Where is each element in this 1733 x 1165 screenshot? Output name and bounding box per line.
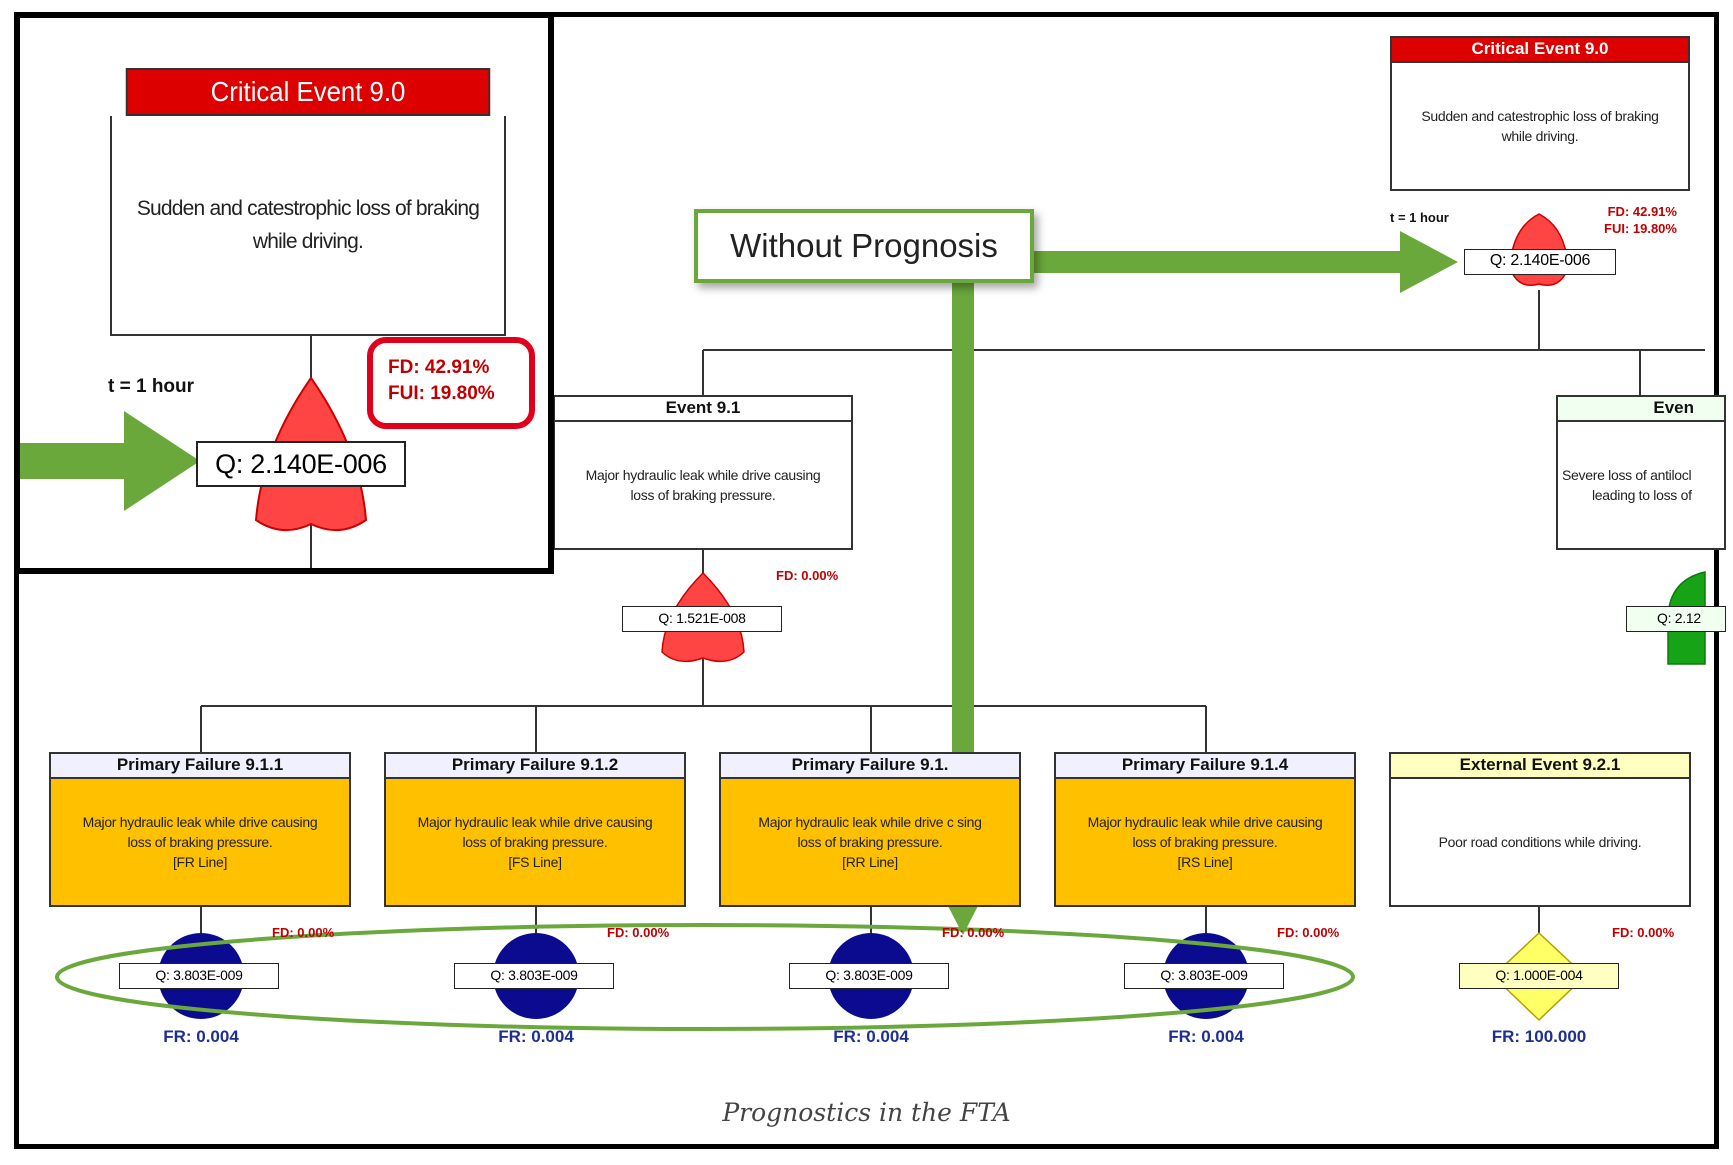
arrow-shaft	[1034, 251, 1404, 273]
fr-value: FR: 0.004	[833, 1027, 909, 1046]
fd-value: FD: 42.91% FUI: 19.80%	[388, 355, 495, 407]
desc-line: Major hydraulic leak while drive causing	[1087, 814, 1323, 830]
desc-line: leading to loss of	[1592, 487, 1692, 503]
desc-line: [FR Line]	[172, 854, 228, 870]
desc-line: while driving.	[1501, 128, 1579, 144]
desc-line: loss of braking pressure.	[1132, 834, 1278, 850]
q-value-box: Q: 2.12	[1626, 606, 1726, 632]
primary-failure-title: Primary Failure 9.1.2	[384, 752, 686, 779]
primary-failure-description: Major hydraulic leak while drive c sing …	[719, 779, 1021, 907]
q-value-box: Q: 1.521E-008	[622, 606, 782, 632]
time-label: t = 1 hour	[1390, 210, 1449, 225]
desc-line: loss of braking pressure.	[797, 834, 943, 850]
desc-line: loss of braking pressure.	[630, 487, 776, 503]
highlight-ellipse	[55, 923, 1355, 1031]
figure-caption: Prognostics in the FTA	[722, 1098, 1011, 1127]
zoom-inset: Critical Event 9.0 Sudden and catestroph…	[14, 12, 554, 574]
desc-line: Major hydraulic leak while drive causing	[417, 814, 653, 830]
fd-value: FD: 42.91%	[1607, 204, 1677, 219]
arrow-shaft	[20, 443, 130, 479]
desc-line: while driving.	[252, 230, 364, 253]
arrow-right-icon	[1400, 231, 1458, 293]
fd-value: FD: 0.00%	[776, 568, 839, 583]
q-value-box: Q: 2.140E-006	[196, 441, 406, 487]
desc-line: Poor road conditions while driving.	[1438, 834, 1642, 850]
fd-value: FD: 42.91% FUI: 19.80%	[1604, 203, 1677, 237]
q-value-box: Q: 2.140E-006	[1464, 249, 1616, 275]
fd-value: FD: 0.00%	[272, 925, 335, 940]
desc-line: [FS Line]	[508, 854, 562, 870]
fui-value: FUI: 19.80%	[388, 383, 495, 404]
desc-line: Sudden and catestrophic loss of braking	[136, 197, 480, 220]
fd-value: FD: 0.00%	[1277, 925, 1340, 940]
arrow-shaft	[952, 283, 974, 875]
fd-value: FD: 0.00%	[942, 925, 1005, 940]
primary-failure-title: Primary Failure 9.1.	[719, 752, 1021, 779]
event-description: Major hydraulic leak while drive causing…	[553, 422, 853, 550]
without-prognosis-callout: Without Prognosis	[694, 209, 1034, 283]
primary-failure-title: Primary Failure 9.1.1	[49, 752, 351, 779]
desc-line: Sudden and catestrophic loss of braking	[1421, 108, 1659, 124]
desc-line: loss of braking pressure.	[462, 834, 608, 850]
fd-value: FD: 42.91%	[388, 357, 490, 378]
q-value-box: Q: 3.803E-009	[454, 963, 614, 989]
q-value-box: Q: 3.803E-009	[789, 963, 949, 989]
desc-line: Major hydraulic leak while drive causing	[82, 814, 318, 830]
q-value-box: Q: 3.803E-009	[1124, 963, 1284, 989]
desc-line: [RR Line]	[842, 854, 898, 870]
arrow-right-icon	[124, 411, 200, 511]
external-event-description: Poor road conditions while driving.	[1389, 779, 1691, 907]
time-label: t = 1 hour	[108, 376, 195, 397]
desc-line: loss of braking pressure.	[127, 834, 273, 850]
desc-line: Major hydraulic leak while drive c sing	[758, 814, 982, 830]
primary-failure-description: Major hydraulic leak while drive causing…	[1054, 779, 1356, 907]
fd-value: FD: 0.00%	[607, 925, 670, 940]
q-value-box: Q: 1.000E-004	[1459, 963, 1619, 989]
primary-failure-description: Major hydraulic leak while drive causing…	[49, 779, 351, 907]
primary-failure-description: Major hydraulic leak while drive causing…	[384, 779, 686, 907]
fr-value: FR: 100.000	[1491, 1027, 1587, 1046]
event-title: Even	[1556, 395, 1726, 422]
event-description: Severe loss of antilocl leading to loss …	[1556, 422, 1726, 550]
q-value-box: Q: 3.803E-009	[119, 963, 279, 989]
fr-value: FR: 0.004	[163, 1027, 239, 1046]
critical-event-description: Sudden and catestrophic loss of braking …	[110, 116, 506, 336]
desc-line: [RS Line]	[1177, 854, 1233, 870]
event-title: Event 9.1	[553, 395, 853, 422]
fr-value: FR: 0.004	[498, 1027, 574, 1046]
fd-value: FD: 0.00%	[1612, 925, 1675, 940]
primary-failure-title: Primary Failure 9.1.4	[1054, 752, 1356, 779]
fr-value: FR: 0.004	[1168, 1027, 1244, 1046]
highlight-rounded-box	[367, 337, 535, 429]
desc-line: Severe loss of antilocl	[1562, 467, 1692, 483]
fui-value: FUI: 19.80%	[1604, 221, 1677, 236]
critical-event-title: Critical Event 9.0	[1390, 36, 1690, 63]
desc-line: Major hydraulic leak while drive causing	[585, 467, 821, 483]
critical-event-title: Critical Event 9.0	[125, 68, 491, 116]
critical-event-description: Sudden and catestrophic loss of braking …	[1390, 63, 1690, 191]
diagram-frame	[14, 12, 1719, 1149]
external-event-title: External Event 9.2.1	[1389, 752, 1691, 779]
